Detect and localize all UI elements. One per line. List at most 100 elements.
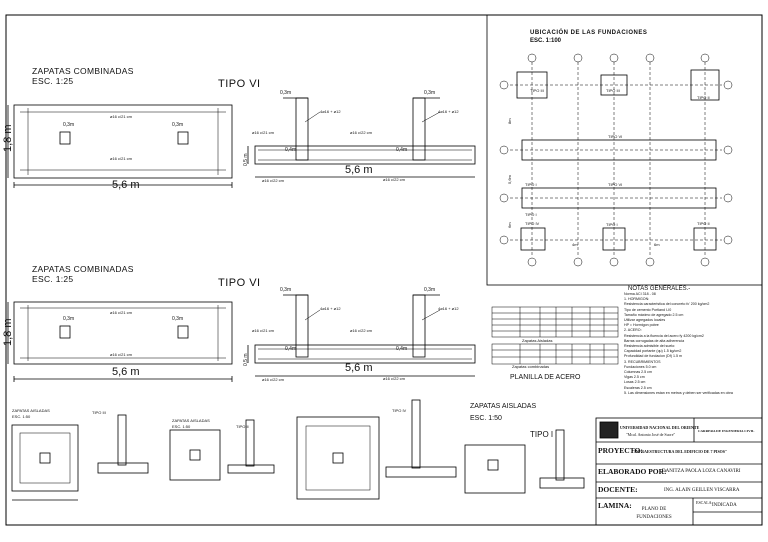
plan-dim-2: 6m <box>654 242 660 247</box>
lower-sec-bot-left: ø16 c/22 cm <box>262 377 285 382</box>
notes-line: Tipo de cemento Portland I-I0 <box>624 307 672 312</box>
lower-section-column-right <box>412 294 426 358</box>
notes-line: 5. Las dimensiones estan en metros y deb… <box>624 390 733 395</box>
lower-section-footing <box>254 344 476 364</box>
upper-col-right-dim: 0,3m <box>172 122 184 128</box>
isolated-section-2 <box>227 464 275 474</box>
lower-sec-bar-left: ø16 c/21 cm <box>252 328 275 333</box>
plan-dim-3: 8m <box>507 118 512 124</box>
plan-label-9: TIPO I <box>606 222 618 227</box>
notes-line: 2. ACERO: <box>624 328 642 333</box>
plan-label-4: TIPO VI <box>608 134 623 139</box>
notes-line: Profundidad de fundacion (Df) 1.5 m <box>624 354 682 359</box>
notes-line: 3. RECUBRIMIENTOS <box>624 359 661 364</box>
notes-line: Vigas 2.5 cm <box>624 375 645 380</box>
plan-label-1: TIPO III <box>530 88 544 93</box>
lower-plan-height: 1,8 m <box>2 318 14 346</box>
tb-teacher-label: DOCENTE: <box>598 485 638 494</box>
notes-line: 1. HORMIGON: <box>624 297 650 302</box>
isolated-footings <box>11 399 585 501</box>
upper-plan-column-left <box>59 131 71 145</box>
plan-label-2: TIPO III <box>606 88 620 93</box>
lower-section-column-left <box>295 294 309 358</box>
plan-dim-4: 5,6m <box>507 175 512 184</box>
upper-scale: ESC. 1:25 <box>32 76 74 86</box>
university-logo <box>599 421 619 439</box>
tb-author-value: DANITZA PAOLA LOZA CANAVIRI <box>662 469 741 474</box>
lower-sec-col-dim2: 0,4m <box>396 346 408 352</box>
upper-sec-note-right: 4ø16 + ø12 <box>438 109 459 114</box>
upper-sec-bar-left: ø16 c/21 cm <box>252 130 275 135</box>
tb-sheet-value: PLANO DE FUNDACIONES <box>636 507 672 520</box>
notes-line: Escaleras 2.5 cm <box>624 385 652 390</box>
iso-scale-2: ESC. 1:50 <box>172 424 191 429</box>
iso-scale-1: ESC. 1:50 <box>12 414 31 419</box>
foundation-plan-title: UBICACIÓN DE LAS FUNDACIONES <box>530 30 648 36</box>
plan-label-3: TIPO II <box>697 95 710 100</box>
tb-motto: "Mcal. Antonio José de Sucre" <box>626 432 676 437</box>
plan-label-5: TIPO VI <box>608 182 623 187</box>
upper-section-width: 5,6 m <box>345 164 373 176</box>
plan-dim-5: 6m <box>507 222 512 228</box>
lower-sec-bar-mid: ø16 c/22 cm <box>350 328 373 333</box>
upper-sec-bot-left: ø16 c/22 cm <box>262 178 285 183</box>
upper-section-height: 0,5 m <box>243 153 249 166</box>
upper-section-column-left <box>295 97 309 161</box>
notes-line: Barras corrugadas de alta adherencia <box>624 338 685 343</box>
title-block <box>595 417 763 526</box>
upper-combined-section <box>247 97 476 178</box>
isolated-plan-3 <box>296 416 380 500</box>
upper-tipo: TIPO VI <box>218 78 261 90</box>
lower-sec-col-dim: 0,4m <box>285 346 297 352</box>
iso-tipo-4: TIPO I <box>530 430 554 439</box>
upper-sec-col-dim: 0,4m <box>285 147 297 153</box>
upper-plan-outline <box>13 104 233 179</box>
tb-author-label: ELABORADO POR: <box>598 467 667 476</box>
iso-scale-4: ESC. 1:50 <box>470 415 502 422</box>
lower-bar-top: ø16 c/21 cm <box>110 310 133 315</box>
lower-plan-outline <box>13 301 233 365</box>
steel-caption-a: Zapatas Aisladas <box>522 338 553 343</box>
plan-label-7: TIPO I <box>525 212 537 217</box>
upper-plan-width: 5,6 m <box>112 179 140 191</box>
lower-col-right-dim: 0,3m <box>172 316 184 322</box>
isolated-plan-1 <box>11 424 79 492</box>
lower-plan-width: 5,6 m <box>112 366 140 378</box>
isolated-plan-2 <box>169 429 221 481</box>
lower-sec-col-right: 0,3m <box>424 287 436 293</box>
tb-scale-label: ESCALA: <box>696 500 713 505</box>
lower-sec-bot-right: ø16 c/22 cm <box>383 376 406 381</box>
upper-plan-column-right <box>177 131 189 145</box>
isolated-plan-4 <box>464 444 526 494</box>
tb-teacher-value: ING. ALAIN GEILLEN VISCARRA <box>664 488 740 493</box>
lower-sec-note-right: 4ø16 + ø12 <box>438 306 459 311</box>
isolated-section-4 <box>539 477 585 489</box>
notes-line: Tamaño máximo de agregado 2.5 cm <box>624 312 684 317</box>
tb-sheet-label: LAMINA: <box>598 501 632 510</box>
notes-line: Norma ACI 318 - 08 <box>624 292 656 296</box>
upper-sec-col-right: 0,3m <box>424 90 436 96</box>
iso-heading-4: ZAPATAS AISLADAS <box>470 403 537 410</box>
steel-schedule <box>491 306 619 365</box>
notes-title: NOTAS GENERALES.- <box>628 286 691 292</box>
lower-section-width: 5,6 m <box>345 362 373 374</box>
foundation-plan-scale: ESC. 1:100 <box>530 38 562 44</box>
upper-col-left-dim: 0,3m <box>63 122 75 128</box>
tb-project-value: "INFRAESTRUCTURA DEL EDIFICIO DE 7 PISOS… <box>632 449 728 454</box>
lower-combined-plan <box>7 301 233 382</box>
tb-career: CARRERA DE INGENIERIA CIVIL <box>698 429 755 433</box>
notes-line: Resistencia admisible del suelo: <box>624 344 676 349</box>
notes-line: Fundaciones 5.0 cm <box>624 364 657 369</box>
upper-sec-bot-right: ø16 c/22 cm <box>383 177 406 182</box>
lower-scale: ESC. 1:25 <box>32 274 74 284</box>
isolated-section-3 <box>385 466 457 478</box>
iso-heading-1: ZAPATAS AISLADAS <box>12 408 50 413</box>
lower-col-left-dim: 0,3m <box>63 316 75 322</box>
tb-project-label: PROYECTO: <box>598 446 643 455</box>
notes-line: HP = Hormigon pobre <box>624 323 659 328</box>
notes-line: Resistencia caracteristica del concreto … <box>624 302 710 307</box>
upper-sec-col-dim2: 0,4m <box>396 147 408 153</box>
tb-university: UNIVERSIDAD NACIONAL DEL ORIENTE <box>620 425 700 430</box>
